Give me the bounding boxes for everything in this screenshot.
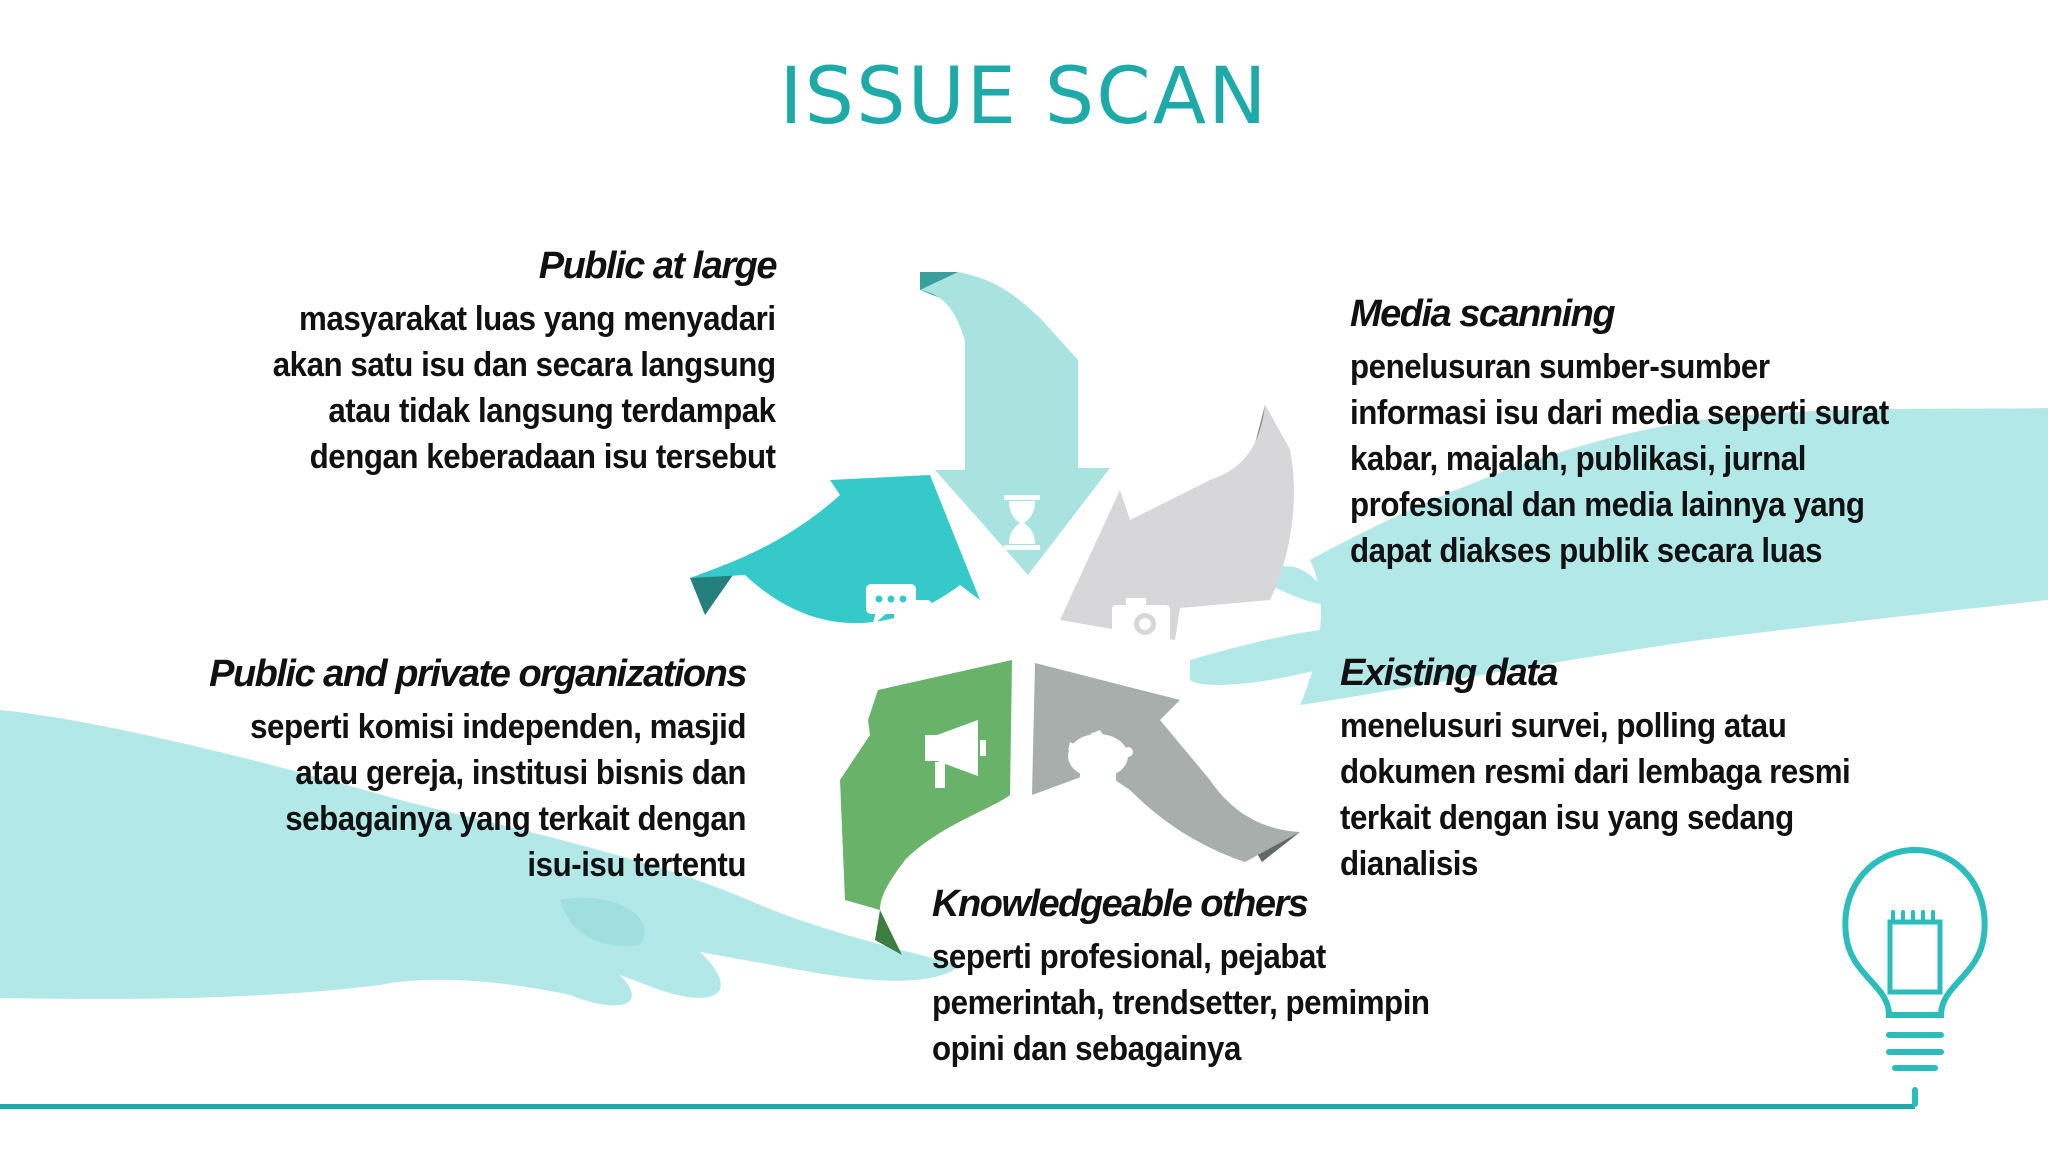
piggy-arrow: [1032, 663, 1300, 862]
hourglass-arrow: [920, 272, 1110, 575]
bottom-line: [0, 1104, 1915, 1109]
hourglass-icon: [1004, 495, 1040, 550]
source-public-private-organizations: Public and private organizations seperti…: [207, 652, 747, 888]
desc-line: penelusuran sumber-sumber: [1350, 348, 1770, 386]
desc-line: dapat diakses publik secara luas: [1350, 532, 1823, 570]
left-hand-shape: [0, 710, 960, 1006]
desc-existing-data: menelusuri survei, polling atau dokumen …: [1340, 703, 1851, 887]
chat-bubbles-icon: [866, 584, 932, 634]
desc-line: terkait dengan isu yang sedang: [1340, 799, 1794, 837]
camera-arrow: [1060, 405, 1294, 640]
heading-public-at-large: Public at large: [538, 245, 778, 287]
source-public-at-large: Public at large masyarakat luas yang men…: [229, 244, 778, 480]
desc-media-scanning: penelusuran sumber-sumber informasi isu …: [1350, 344, 1889, 574]
heading-knowledgeable-others: Knowledgeable others: [932, 883, 1309, 925]
megaphone-arrow: [840, 660, 1012, 955]
desc-line: atau gereja, institusi bisnis dan: [295, 754, 746, 792]
desc-line: pemerintah, trendsetter, pemimpin: [932, 984, 1430, 1022]
desc-line: opini dan sebagainya: [932, 1030, 1241, 1068]
source-knowledgeable-others: Knowledgeable others seperti profesional…: [932, 882, 1473, 1072]
star-diagram: [690, 272, 1300, 955]
desc-line: menelusuri survei, polling atau: [1340, 707, 1787, 745]
desc-public-at-large: masyarakat luas yang menyadari akan satu…: [273, 296, 776, 480]
desc-line: atau tidak langsung terdampak: [328, 392, 777, 430]
desc-line: seperti komisi independen, masjid: [250, 708, 746, 746]
source-existing-data: Existing data menelusuri survei, polling…: [1340, 651, 1895, 887]
desc-public-private-organizations: seperti komisi independen, masjid atau g…: [250, 704, 746, 888]
heading-media-scanning: Media scanning: [1350, 293, 1616, 335]
desc-line: masyarakat luas yang menyadari: [299, 300, 776, 338]
source-media-scanning: Media scanning penelusuran sumber-sumber…: [1350, 292, 1936, 574]
desc-line: informasi isu dari media seperti surat: [1350, 394, 1889, 432]
heading-public-private-organizations: Public and private organizations: [209, 653, 747, 695]
desc-line: isu-isu tertentu: [527, 846, 746, 884]
desc-line: sebagainya yang terkait dengan: [285, 800, 746, 838]
desc-line: akan satu isu dan secara langsung: [273, 346, 776, 384]
desc-line: kabar, majalah, publikasi, jurnal: [1350, 440, 1806, 478]
right-hand-shape: [1190, 408, 2048, 705]
desc-line: dengan keberadaan isu tersebut: [310, 438, 776, 476]
heading-existing-data: Existing data: [1340, 652, 1558, 694]
desc-line: dokumen resmi dari lembaga resmi: [1340, 753, 1851, 791]
desc-line: seperti profesional, pejabat: [932, 938, 1326, 976]
camera-icon: [1112, 598, 1170, 643]
piggy-bank-icon: [1068, 730, 1133, 786]
desc-line: profesional dan media lainnya yang: [1350, 486, 1865, 524]
lightbulb-icon: [1842, 846, 1988, 1107]
chat-arrow: [690, 475, 980, 624]
page-title: ISSUE SCAN: [779, 52, 1269, 142]
desc-knowledgeable-others: seperti profesional, pejabat pemerintah,…: [932, 934, 1430, 1072]
desc-line: dianalisis: [1340, 845, 1478, 883]
megaphone-icon: [925, 720, 986, 788]
